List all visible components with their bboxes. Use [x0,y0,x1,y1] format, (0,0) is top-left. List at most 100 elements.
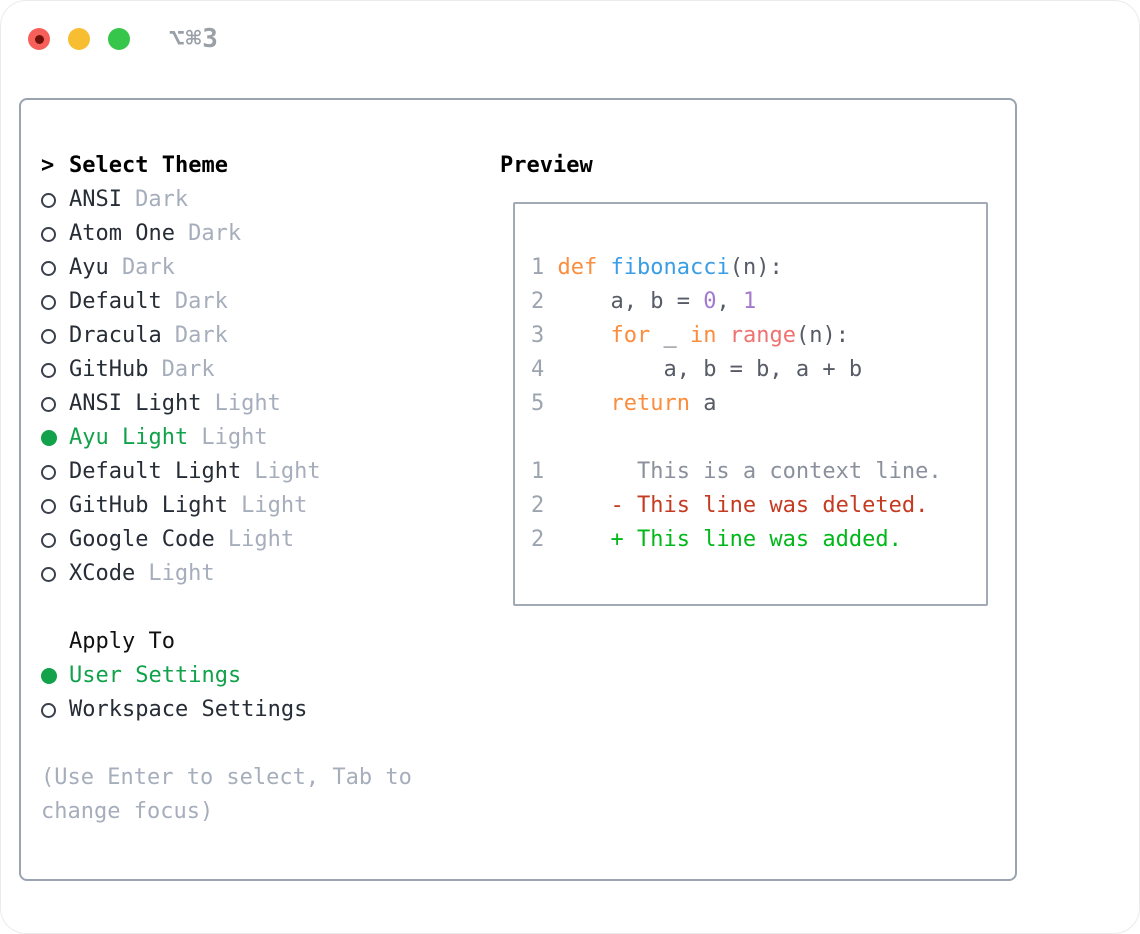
bullet-slot [41,362,69,378]
code-line: 2 + This line was added. [531,523,986,557]
radio-selected-icon [41,430,57,446]
radio-unselected-icon [41,532,56,548]
code-token: (n): [729,255,783,280]
code-token: in [689,323,717,348]
code-line: 2 a, b = 0, 1 [531,285,986,319]
option-variant: Light [227,527,295,552]
option-variant: Dark [174,323,228,348]
code-token [544,323,610,348]
code-token: This is a context line. [544,459,942,484]
bullet-slot [41,260,69,276]
option-variant: Light [201,425,268,450]
code-token [544,391,610,416]
option-label: Ayu Light [69,425,189,450]
bullet-slot [41,532,69,548]
code-token: 0 [703,289,717,314]
bullet-slot [41,702,69,718]
code-line: 5 return a [531,387,986,421]
apply-to-option[interactable]: Workspace Settings [41,693,485,727]
code-token: (n): [795,323,849,348]
code-token: - This line was deleted. [544,493,929,518]
radio-unselected-icon [41,464,56,480]
bullet-slot [41,294,69,310]
radio-unselected-icon [41,260,56,276]
bullet-slot [41,668,69,684]
close-button[interactable] [28,28,50,50]
select-theme-header: > Select Theme [41,149,485,183]
apply-to-header: Apply To [41,625,485,659]
option-label: ANSI Light [69,391,202,416]
theme-option[interactable]: XCode Light [41,557,485,591]
code-token: 2 [531,289,545,314]
theme-option[interactable]: Default Dark [41,285,485,319]
option-variant: Dark [135,187,189,212]
traffic-lights [28,28,130,50]
bullet-slot [41,226,69,242]
option-variant: Dark [174,289,228,314]
code-token: 2 [531,527,545,552]
option-label: User Settings [69,663,242,688]
code-token: _ [650,323,690,348]
select-theme-title: Select Theme [69,153,228,178]
radio-unselected-icon [41,498,56,514]
option-label: ANSI [69,187,122,212]
preview-title: Preview [500,153,593,178]
option-label: Workspace Settings [69,697,308,722]
theme-option[interactable]: ANSI Dark [41,183,485,217]
option-label: Atom One [69,221,175,246]
option-variant: Light [148,561,215,586]
spacer [41,727,485,761]
option-variant: Light [241,493,308,518]
code-line: 3 for _ in range(n): [531,319,986,353]
code-token: 1 [531,459,545,484]
cursor-arrow-icon: > [41,153,55,178]
theme-option[interactable]: Ayu Light Light [41,421,485,455]
option-variant: Light [254,459,321,484]
titlebar: ⌥⌘3 [1,1,1139,98]
window-title: ⌥⌘3 [169,24,219,54]
code-token: 2 [531,493,545,518]
radio-unselected-icon [41,702,56,718]
radio-unselected-icon [41,294,56,310]
code-token: a, b = [544,289,704,314]
option-label: XCode [69,561,136,586]
radio-unselected-icon [41,396,56,412]
radio-unselected-icon [41,362,56,378]
maximize-button[interactable] [108,28,130,50]
code-token [716,323,729,348]
radio-unselected-icon [41,328,56,344]
bullet-slot [41,430,69,446]
code-token: fibonacci [610,255,730,280]
apply-to-option[interactable]: User Settings [41,659,485,693]
code-line: 2 - This line was deleted. [531,489,986,523]
code-token: 1 [742,289,757,314]
radio-unselected-icon [41,192,56,208]
code-token: 1 [531,255,558,280]
code-token: range [729,323,796,348]
radio-selected-icon [41,668,57,684]
code-token: , [716,289,743,314]
option-label: Ayu [69,255,109,280]
bullet-slot [41,464,69,480]
code-token: 4 [531,357,545,382]
apply-to-title: Apply To [69,629,175,654]
bullet-slot [41,192,69,208]
code-token: + This line was added. [544,527,902,552]
hint-text: (Use Enter to select, Tab to change focu… [41,765,412,824]
option-label: Default [69,289,162,314]
minimize-button[interactable] [68,28,90,50]
